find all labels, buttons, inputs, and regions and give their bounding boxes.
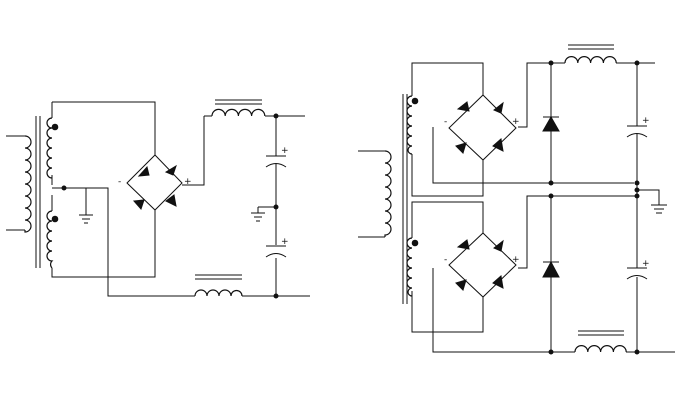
right-lower-bridge-rectifier (448, 232, 517, 298)
right-lower-bridge-plus: + (512, 255, 520, 265)
left-upper-phase-dot (51, 123, 59, 131)
right-lower-capacitor (626, 267, 648, 280)
right-primary-coil (384, 150, 392, 237)
right-upper-capacitor (626, 125, 648, 138)
left-ground-symbol-1 (79, 214, 93, 224)
right-junction-5 (634, 187, 640, 193)
left-inductor-bottom (194, 274, 243, 297)
right-upper-bridge-plus: + (512, 117, 520, 127)
right-upper-phase-dot (411, 97, 419, 105)
right-junction-1 (548, 60, 554, 66)
left-secondary-upper-coil (46, 117, 53, 179)
right-upper-bridge-minus: - (444, 117, 447, 127)
left-capacitor-top (265, 155, 287, 168)
right-lower-capacitor-plus: + (642, 259, 650, 269)
left-capacitor-bottom (265, 245, 287, 258)
right-lower-bridge-minus: - (444, 255, 447, 265)
right-circuit-wiring (358, 62, 675, 353)
right-lower-phase-dot (411, 239, 419, 247)
right-ground-symbol (651, 204, 667, 214)
left-bridge-minus-label: - (118, 177, 121, 187)
left-output-bottom-junction (273, 293, 279, 299)
left-secondary-lower-coil (46, 210, 54, 269)
left-center-tap-junction (61, 185, 67, 191)
right-junction-7 (634, 193, 640, 199)
right-upper-shunt-diode (542, 115, 560, 132)
left-ground-junction (273, 204, 279, 210)
right-transformer-core (402, 94, 408, 304)
left-transformer-core (35, 116, 41, 268)
left-capacitor-top-plus: + (281, 146, 289, 156)
right-secondary-upper-coil (406, 95, 413, 155)
left-output-top-junction (273, 113, 279, 119)
right-upper-inductor (564, 44, 617, 64)
left-primary-coil (24, 135, 32, 233)
left-lower-phase-dot (51, 215, 59, 223)
right-junction-8 (548, 349, 554, 355)
right-junction-2 (634, 60, 640, 66)
right-lower-shunt-diode (542, 260, 560, 278)
right-upper-capacitor-plus: + (642, 116, 650, 126)
right-upper-bridge-rectifier (448, 94, 517, 161)
right-junction-9 (634, 349, 640, 355)
left-ground-symbol-2 (251, 207, 265, 222)
right-junction-6 (548, 193, 554, 199)
right-secondary-lower-coil (406, 237, 413, 297)
right-junction-3 (548, 180, 554, 186)
right-lower-inductor (574, 330, 627, 353)
left-bridge-rectifier (126, 154, 183, 211)
left-capacitor-bottom-plus: + (281, 237, 289, 247)
left-inductor-top (211, 99, 266, 117)
left-bridge-plus-label: + (184, 177, 192, 187)
right-junction-4 (634, 180, 640, 186)
